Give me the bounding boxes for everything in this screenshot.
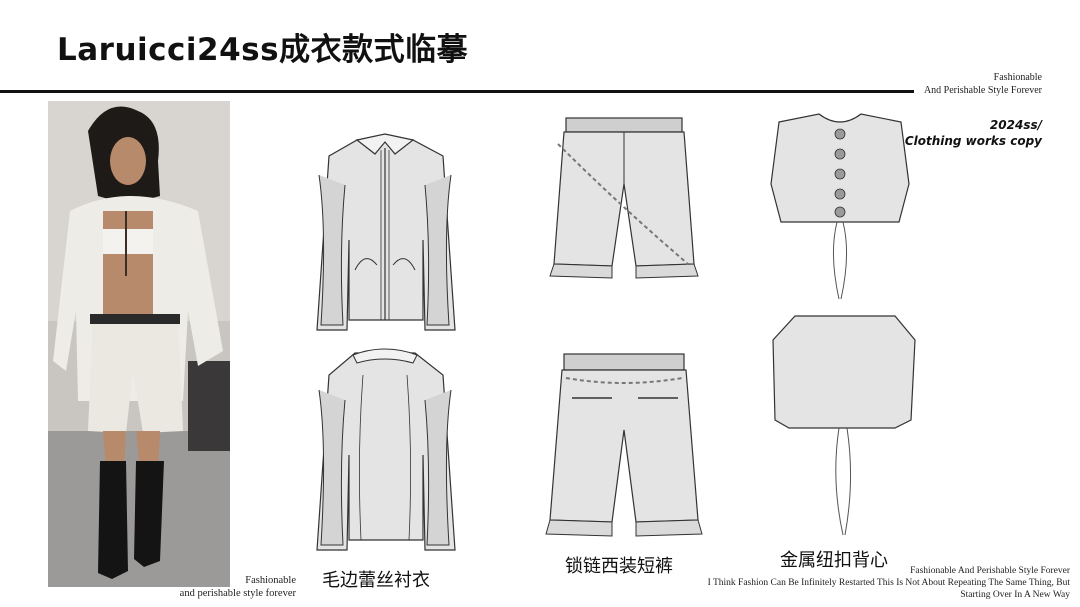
tagline-top: Fashionable And Perishable Style Forever	[924, 71, 1042, 97]
page-title: Laruicci24ss成衣款式临摹	[57, 32, 469, 68]
garment-label-shirt: 毛边蕾丝衬衣	[322, 570, 430, 591]
tagline-line-2: And Perishable Style Forever	[923, 85, 1042, 96]
vest-front-sketch	[765, 104, 915, 309]
photo-caption-line-1: Fashionable	[245, 575, 296, 586]
garment-label-vest: 金属纽扣背心	[780, 550, 888, 571]
footer-line-3: Starting Over In A New Way	[960, 590, 1070, 600]
footer-line-1: Fashionable And Perishable Style Forever	[910, 566, 1070, 576]
footer-note: Fashionable And Perishable Style Forever…	[650, 565, 1070, 601]
runway-photo	[48, 101, 230, 587]
vest-back-sketch	[765, 310, 925, 545]
photo-caption: Fashionable and perishable style forever	[160, 574, 296, 600]
season-line-1: 2024ss/	[989, 118, 1042, 132]
shirt-front-sketch	[305, 130, 470, 340]
header-rule	[0, 90, 914, 93]
shorts-back-sketch	[538, 350, 708, 555]
garment-label-shorts: 锁链西装短裤	[565, 556, 673, 577]
footer-line-2: I Think Fashion Can Be Infinitely Restar…	[707, 578, 1070, 588]
photo-caption-line-2: and perishable style forever	[179, 588, 296, 599]
tagline-line-1: Fashionable	[993, 72, 1042, 83]
shirt-back-sketch	[305, 345, 470, 565]
shorts-front-sketch	[538, 114, 708, 299]
season-line-2: Clothing works copy	[904, 134, 1042, 148]
season-label: 2024ss/ Clothing works copy	[905, 117, 1042, 149]
